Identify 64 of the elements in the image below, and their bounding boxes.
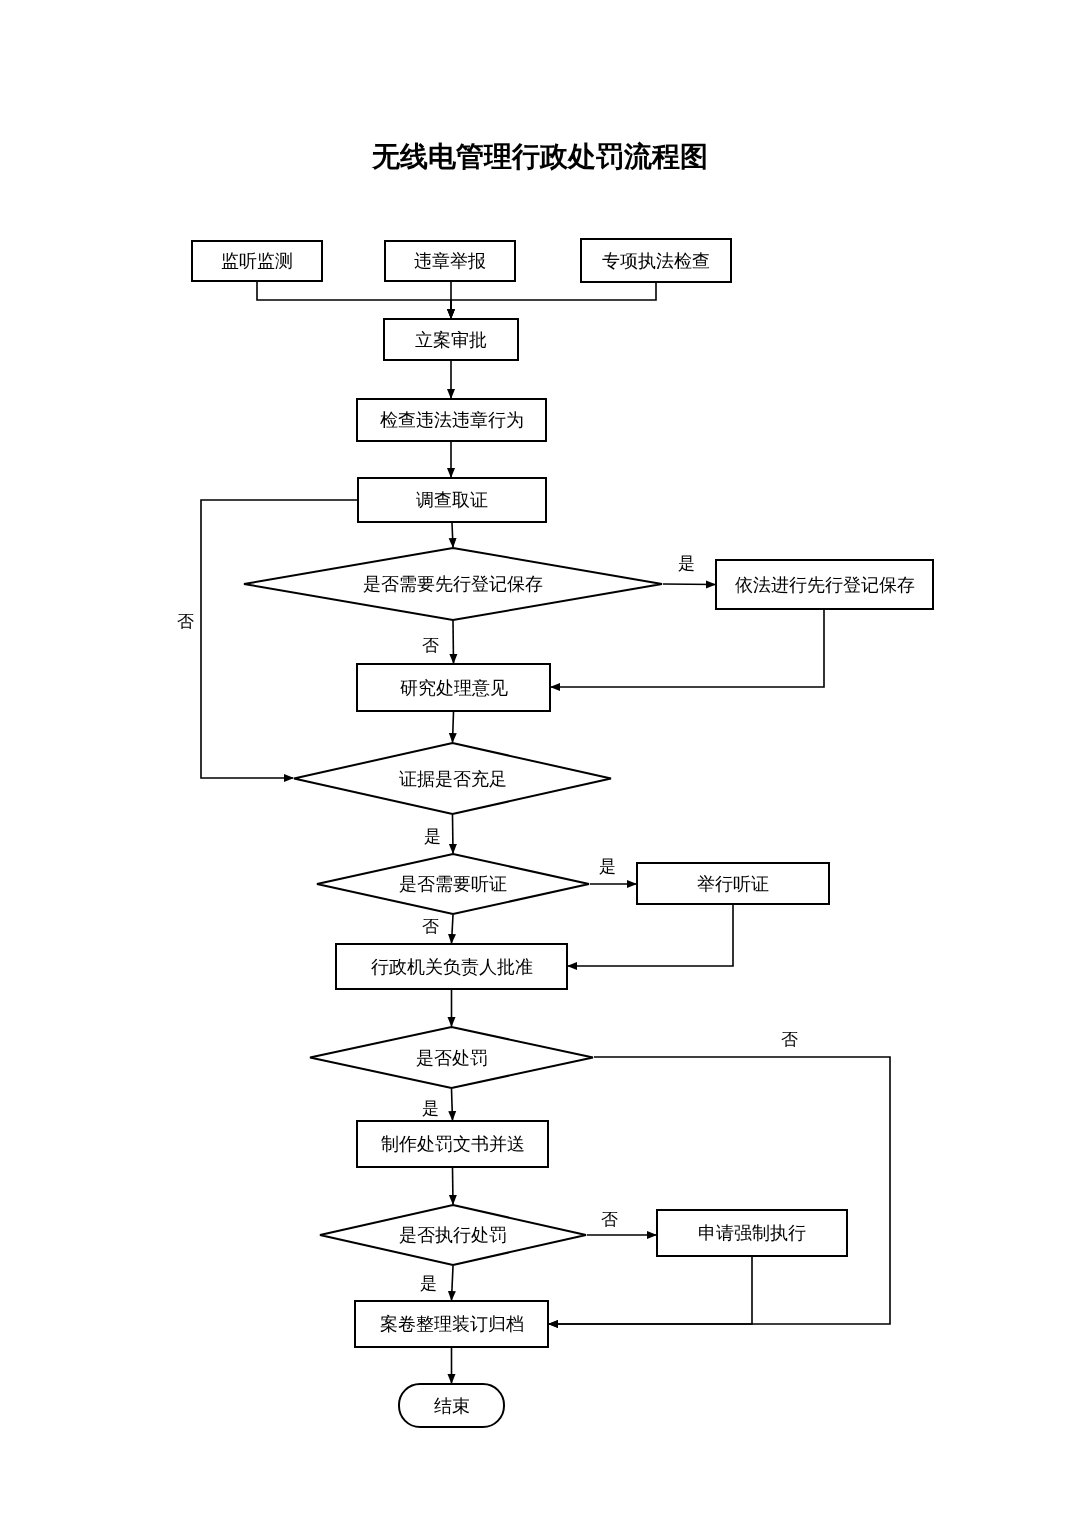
arrow <box>200 499 358 782</box>
node-label: 是否处罚 <box>415 1045 488 1070</box>
node-label: 立案审批 <box>415 327 487 352</box>
decision-diamond <box>243 547 663 621</box>
process-box <box>191 240 323 282</box>
node-label: 结束 <box>433 1393 470 1418</box>
edge-label: 是 <box>419 1272 438 1295</box>
arrow <box>447 441 455 478</box>
arrow <box>447 360 455 399</box>
arrow <box>447 282 657 319</box>
arrow <box>449 620 458 664</box>
node-label: 是否执行处罚 <box>399 1223 507 1247</box>
arrow <box>447 989 456 1027</box>
node-label: 检查违法违章行为 <box>379 408 524 432</box>
node-label: 申请强制执行 <box>698 1221 806 1245</box>
process-box <box>580 238 732 283</box>
node-label: 行政机关负责人批准 <box>370 954 533 979</box>
node-label: 专项执法检查 <box>602 248 710 273</box>
title: 无线电管理行政处罚流程图 <box>372 139 708 175</box>
edge-label: 是 <box>421 1097 440 1120</box>
decision-diamond <box>293 742 612 815</box>
process-box <box>335 943 568 990</box>
node-label: 研究处理意见 <box>399 675 508 700</box>
process-box <box>354 1300 549 1348</box>
arrow <box>448 1167 457 1205</box>
arrow <box>448 914 456 944</box>
arrow <box>567 904 734 970</box>
node-label: 举行听证 <box>697 871 769 896</box>
node-label: 是否需要听证 <box>399 872 507 896</box>
edge-label: 是 <box>598 855 617 878</box>
arrow <box>448 1088 457 1121</box>
arrow <box>586 1231 657 1239</box>
process-box <box>636 862 830 905</box>
arrow <box>448 814 457 854</box>
decision-diamond <box>316 853 590 915</box>
node-label: 制作处罚文书并送 <box>380 1132 525 1156</box>
node-label: 依法进行先行登记保存 <box>734 572 915 597</box>
arrow <box>448 522 457 548</box>
process-box <box>715 559 934 610</box>
process-box <box>356 398 547 442</box>
decision-diamond <box>309 1026 594 1089</box>
process-box <box>356 663 551 712</box>
arrow <box>662 580 716 589</box>
arrow <box>448 711 457 743</box>
arrow <box>548 1256 753 1328</box>
arrow <box>550 609 825 691</box>
node-label: 证据是否充足 <box>398 766 507 791</box>
node-label: 调查取证 <box>416 488 488 512</box>
edge-label: 是 <box>677 552 696 575</box>
node-label: 监听监测 <box>221 249 293 273</box>
node-label: 是否需要先行登记保存 <box>363 572 543 596</box>
end-terminal <box>398 1383 505 1428</box>
arrow <box>589 880 637 888</box>
node-label: 违章举报 <box>414 249 486 273</box>
arrow <box>447 1347 456 1384</box>
arrow <box>447 1265 456 1301</box>
decision-diamond <box>319 1204 587 1266</box>
process-box <box>357 477 547 523</box>
process-box <box>383 318 519 361</box>
process-box <box>384 240 516 282</box>
process-box <box>356 1120 549 1168</box>
node-label: 案卷整理装订归档 <box>379 1312 524 1336</box>
process-box <box>656 1209 848 1257</box>
edge-label: 是 <box>423 825 442 848</box>
